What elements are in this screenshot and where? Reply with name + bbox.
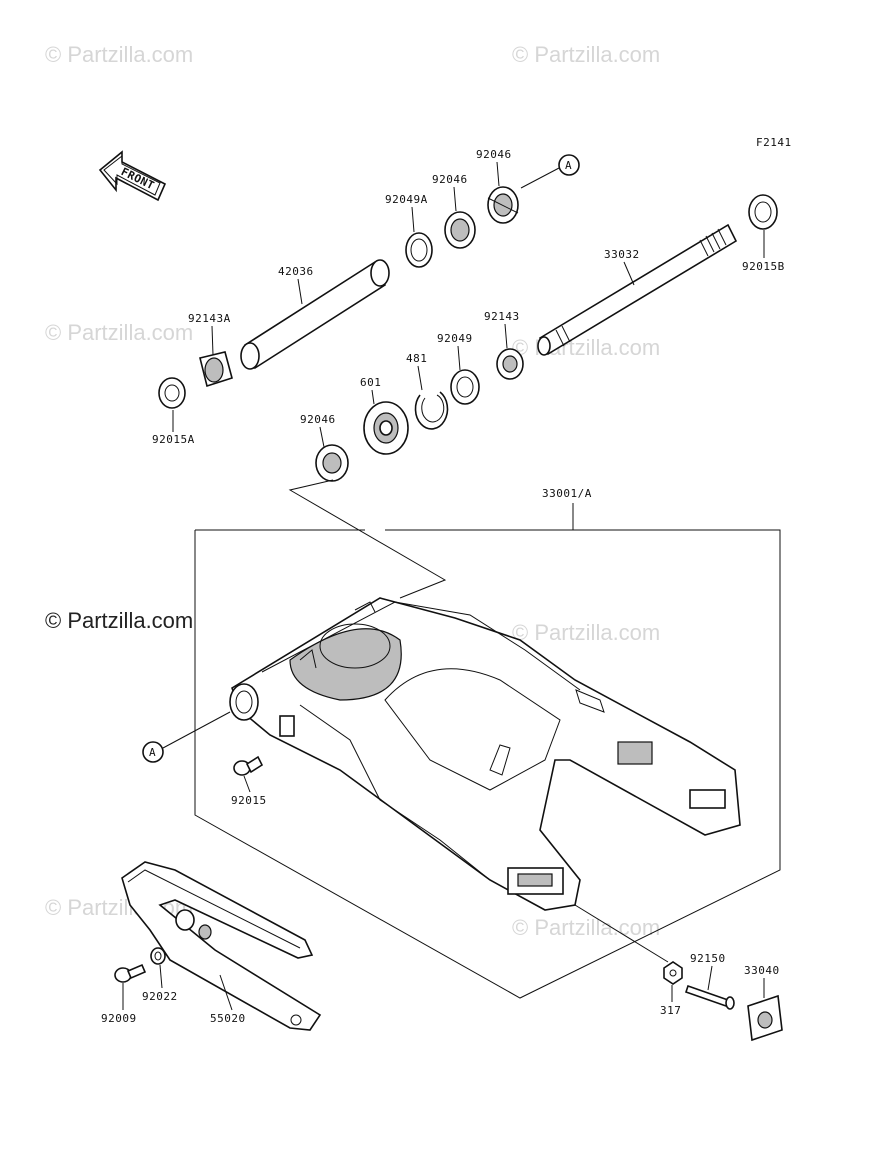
bolt-92015 xyxy=(233,755,264,776)
label-42036: 42036 xyxy=(278,265,314,278)
seal-92049 xyxy=(450,369,480,405)
pivot-shaft-33032 xyxy=(537,223,738,356)
nut-leader xyxy=(574,904,669,963)
label-33001a: 33001/A xyxy=(542,487,592,500)
seal-92049a xyxy=(405,232,433,268)
nut-92015b xyxy=(748,194,778,230)
watermark-mid-left: © Partzilla.com xyxy=(45,320,193,345)
label-33040: 33040 xyxy=(744,964,780,977)
label-92022: 92022 xyxy=(142,990,178,1003)
label-92049a: 92049A xyxy=(385,193,428,206)
ball-bearing-601 xyxy=(363,401,409,455)
label-92143a: 92143A xyxy=(188,312,231,325)
label-92150: 92150 xyxy=(690,952,726,965)
bearing-leader-line xyxy=(288,479,447,599)
chain-guard-55020 xyxy=(121,861,322,1031)
watermark-main: © Partzilla.com xyxy=(45,608,193,633)
adjuster-33040 xyxy=(747,994,783,1042)
screw-92009 xyxy=(114,963,147,983)
diagram-code: F2141 xyxy=(756,136,792,149)
watermark-top-right: © Partzilla.com xyxy=(512,42,660,67)
ref-marker-a-top: A xyxy=(520,154,580,189)
watermark-center-right: © Partzilla.com xyxy=(512,620,660,645)
label-33032: 33032 xyxy=(604,248,640,261)
nut-317 xyxy=(663,961,683,985)
swingarm-33001 xyxy=(229,597,741,911)
swingarm-bracket xyxy=(194,503,781,999)
label-92046-mid: 92046 xyxy=(432,173,468,186)
label-317: 317 xyxy=(660,1004,681,1017)
ref-marker-a-low: A xyxy=(142,711,231,763)
label-92009: 92009 xyxy=(101,1012,137,1025)
collar-92143a xyxy=(199,351,233,388)
watermark-mid-right: © Partzilla.com xyxy=(512,335,660,360)
label-92015b: 92015B xyxy=(742,260,785,273)
nut-92015a xyxy=(158,377,186,409)
front-arrow-icon: FRONT xyxy=(98,150,167,202)
label-92143: 92143 xyxy=(484,310,520,323)
watermark-low-right: © Partzilla.com xyxy=(512,915,660,940)
needle-bearing-mid xyxy=(444,211,476,249)
ref-marker-label-low: A xyxy=(149,746,156,759)
circlip-481 xyxy=(414,391,449,430)
label-92015: 92015 xyxy=(231,794,267,807)
label-55020: 55020 xyxy=(210,1012,246,1025)
label-92046-top: 92046 xyxy=(476,148,512,161)
collar-92143 xyxy=(496,348,524,380)
needle-bearing-top xyxy=(487,186,519,224)
needle-bearing-low xyxy=(315,444,349,482)
collar-42036 xyxy=(240,259,390,370)
label-481: 481 xyxy=(406,352,427,365)
watermark-top-left: © Partzilla.com xyxy=(45,42,193,67)
watermarks: © Partzilla.com © Partzilla.com © Partzi… xyxy=(45,42,660,940)
washer-92022 xyxy=(150,947,166,965)
label-92049: 92049 xyxy=(437,332,473,345)
bolt-92150 xyxy=(684,984,735,1010)
label-601: 601 xyxy=(360,376,381,389)
label-92046-low: 92046 xyxy=(300,413,336,426)
label-92015a: 92015A xyxy=(152,433,195,446)
ref-marker-label: A xyxy=(565,159,572,172)
